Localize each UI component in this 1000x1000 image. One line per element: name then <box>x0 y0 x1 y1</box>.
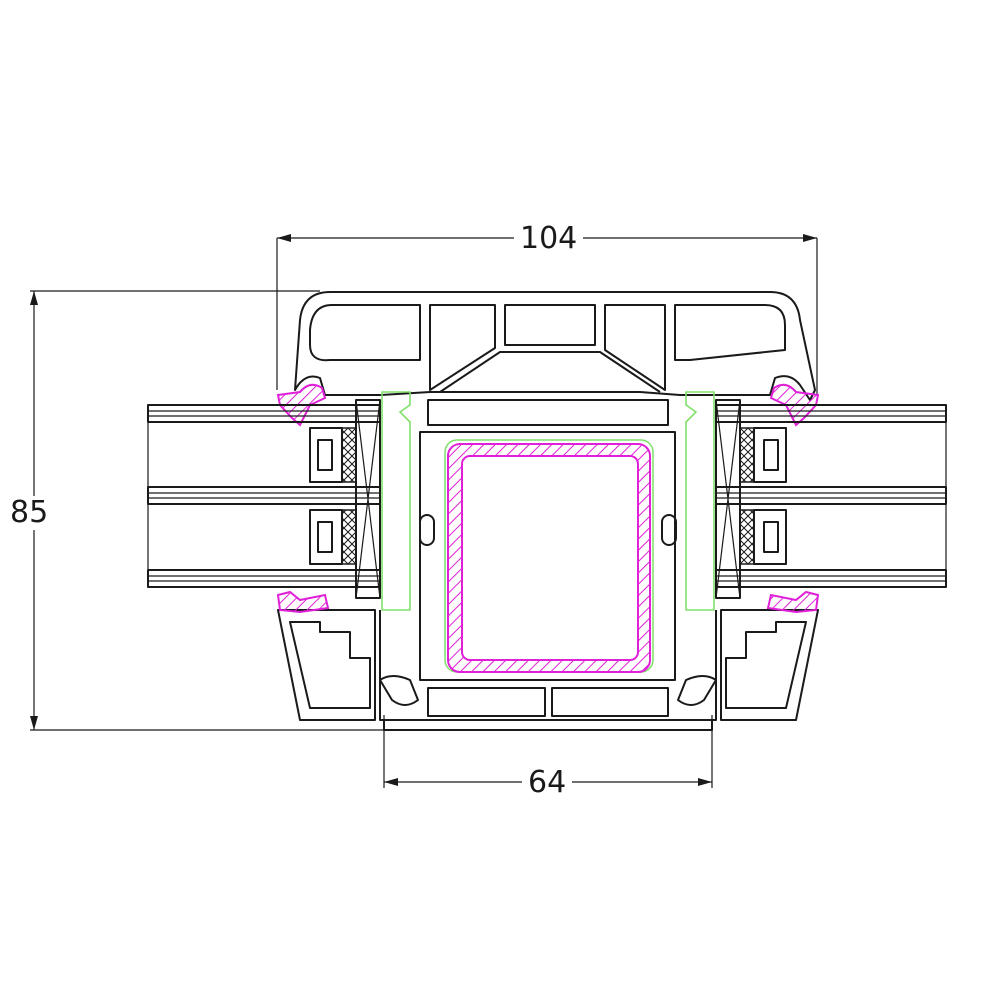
dimension-label-height-total: 85 <box>4 496 55 530</box>
right-bottom-sash <box>720 609 819 721</box>
glazing-beads <box>381 391 715 611</box>
dimension-width-104 <box>276 234 818 395</box>
bottom-frame-profile <box>379 610 717 731</box>
right-glazing-unit <box>715 399 947 599</box>
top-frame-profile <box>294 291 816 426</box>
left-glazing-unit <box>147 399 381 599</box>
core-chamber <box>419 431 677 681</box>
dimension-label-width-core: 64 <box>522 766 573 800</box>
dimension-label-width-total: 104 <box>514 222 584 256</box>
gaskets <box>276 383 820 614</box>
left-bottom-sash <box>277 609 376 721</box>
